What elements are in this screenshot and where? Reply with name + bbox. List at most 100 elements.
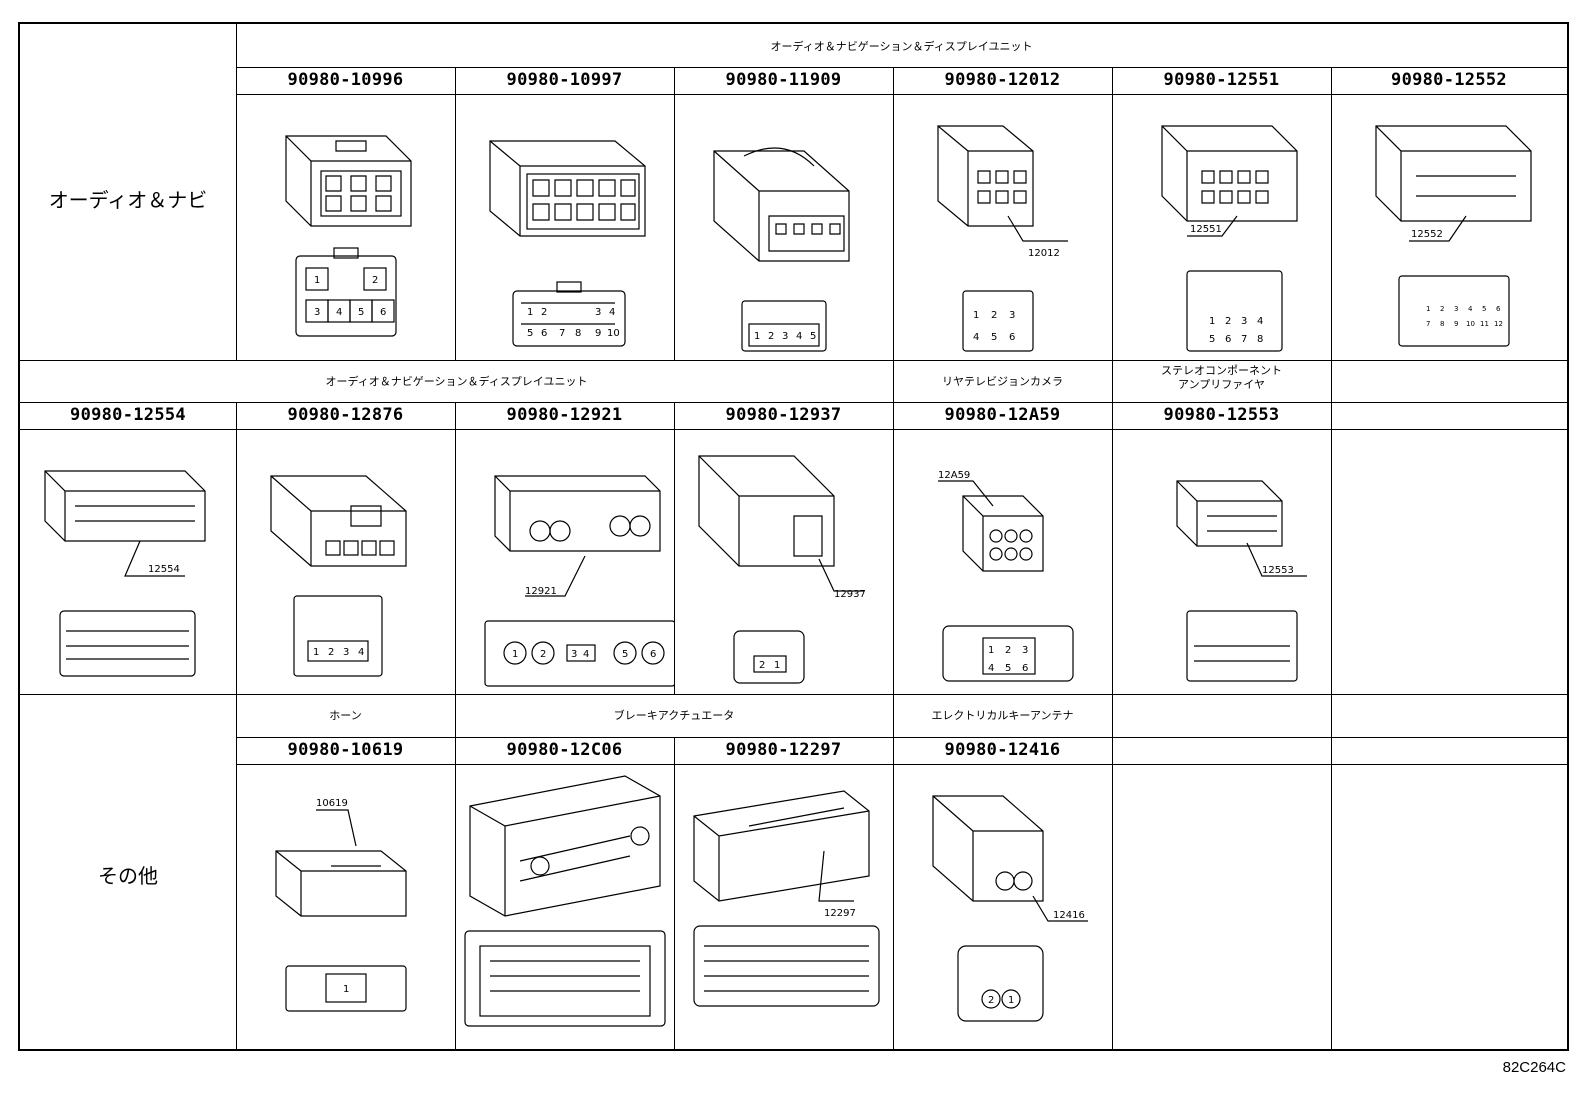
row-divider-1 [20, 360, 1567, 361]
connector-drawing-12012: 12012 1 2 3 4 5 6 [893, 96, 1112, 358]
pin-label: 1 [973, 310, 979, 321]
reference-mark: 10619 [316, 798, 348, 809]
part-number: 90980-10996 [287, 70, 404, 90]
pin-label: 2 [1005, 645, 1011, 656]
reference-mark: 12937 [834, 589, 866, 600]
pin-label: 6 [1022, 663, 1028, 674]
pin-label: 6 [380, 307, 386, 318]
connector-drawing-12416: 12416 2 1 [893, 766, 1112, 1051]
pin-label: 6 [1225, 334, 1231, 345]
col-line-2b [455, 402, 456, 1051]
part-number: 90980-12C06 [506, 740, 623, 760]
pin-label: 3 [782, 331, 788, 342]
connector-drawing-10997: 1 2 3 4 5 6 7 8 9 10 [455, 96, 674, 358]
pin-label: 4 [336, 307, 342, 318]
reference-mark: 12416 [1053, 910, 1085, 921]
row3-header-divider [236, 737, 1567, 738]
connector-drawing-12554: 12554 [20, 431, 236, 693]
pin-label: 10 [1466, 320, 1475, 328]
part-number: 90980-12551 [1163, 70, 1280, 90]
pin-label: 7 [559, 328, 565, 339]
pin-label: 7 [1241, 334, 1247, 345]
pin-label: 5 [358, 307, 364, 318]
pin-label: 1 [754, 331, 760, 342]
connector-drawing-12A59: 12A59 1 2 3 4 5 6 [893, 431, 1112, 693]
pin-label: 3 [1241, 316, 1247, 327]
pin-label: 11 [1480, 320, 1489, 328]
pin-label: 6 [1496, 305, 1501, 313]
pin-label: 4 [796, 331, 802, 342]
connector-drawing-10619: 10619 1 [236, 766, 455, 1051]
pin-label: 6 [541, 328, 547, 339]
connector-drawing-12552: 12552 1 2 3 4 5 6 7 8 9 10 11 12 [1331, 96, 1567, 358]
col-line-3b [674, 402, 675, 694]
col-line-6a [1331, 67, 1332, 360]
pin-label: 2 [540, 649, 546, 660]
row-label-audio-navi: オーディオ＆ナビ [48, 188, 208, 212]
pin-label: 2 [328, 647, 334, 658]
connector-drawing-12876: 1 2 3 4 [236, 431, 455, 693]
pin-label: 5 [527, 328, 533, 339]
part-number: 90980-12876 [287, 405, 404, 425]
row2-part-divider [20, 429, 1567, 430]
col-line-3a [674, 67, 675, 360]
col-line-4 [893, 67, 894, 1051]
connector-drawing-12937: 12937 2 1 [674, 431, 893, 693]
reference-mark: 12297 [824, 908, 856, 919]
pin-label: 2 [759, 660, 765, 671]
col-line-3c [674, 737, 675, 1051]
pin-label: 5 [810, 331, 816, 342]
reference-mark: 12553 [1262, 565, 1294, 576]
col-line-5 [1112, 67, 1113, 1051]
pin-label: 5 [1005, 663, 1011, 674]
part-number: 90980-12012 [944, 70, 1061, 90]
col-line-1b [236, 402, 237, 1051]
connector-drawing-10996: 1 2 3 4 5 6 [236, 96, 455, 358]
connector-drawing-12921: 12921 1 2 3 4 5 6 [455, 431, 674, 693]
header-rear-camera: リヤテレビジョンカメラ [942, 375, 1063, 388]
pin-label: 1 [512, 649, 518, 660]
connector-drawing-11909: 1 2 3 4 5 [674, 96, 893, 358]
part-number: 90980-12554 [70, 405, 186, 425]
pin-label: 2 [1225, 316, 1231, 327]
pin-label: 9 [595, 328, 601, 339]
reference-mark: 12552 [1411, 229, 1443, 240]
part-number: 90980-12297 [725, 740, 842, 760]
reference-mark: 12554 [148, 564, 180, 575]
pin-label: 5 [1209, 334, 1215, 345]
pin-label: 1 [1426, 305, 1430, 313]
part-number: 90980-12937 [725, 405, 842, 425]
pin-label: 3 [343, 647, 349, 658]
pin-label: 1 [313, 647, 319, 658]
pin-label: 4 [973, 332, 979, 343]
pin-label: 4 [583, 649, 589, 660]
pin-label: 3 [314, 307, 320, 318]
reference-mark: 12012 [1028, 248, 1060, 259]
connector-drawing-12297: 12297 [674, 766, 893, 1051]
pin-label: 4 [1257, 316, 1263, 327]
reference-mark: 12921 [525, 586, 557, 597]
pin-label: 3 [571, 649, 577, 660]
row-divider-2 [20, 694, 1567, 695]
header-audio-display-unit-row1: オーディオ＆ナビゲーション＆ディスプレイユニット [770, 40, 1033, 53]
pin-label: 9 [1454, 320, 1458, 328]
pin-label: 6 [650, 649, 656, 660]
col-line-2a [455, 67, 456, 360]
row-label-other: その他 [98, 864, 158, 888]
part-number: 90980-12A59 [944, 405, 1061, 425]
pin-label: 4 [1468, 305, 1473, 313]
pin-label: 1 [1209, 316, 1215, 327]
connector-drawing-12551: 12551 1 2 3 4 5 6 7 8 [1112, 96, 1331, 358]
pin-label: 3 [1454, 305, 1458, 313]
pin-label: 2 [1440, 305, 1444, 313]
reference-mark: 12551 [1190, 224, 1222, 235]
pin-label: 12 [1494, 320, 1503, 328]
pin-label: 3 [1009, 310, 1015, 321]
pin-label: 2 [541, 307, 547, 318]
part-number: 90980-11909 [725, 70, 842, 90]
part-number: 90980-12553 [1163, 405, 1280, 425]
diagram-code: 82C264C [1502, 1059, 1566, 1076]
row1-header-divider [236, 67, 1567, 68]
pin-label: 5 [1482, 305, 1486, 313]
pin-label: 4 [988, 663, 994, 674]
